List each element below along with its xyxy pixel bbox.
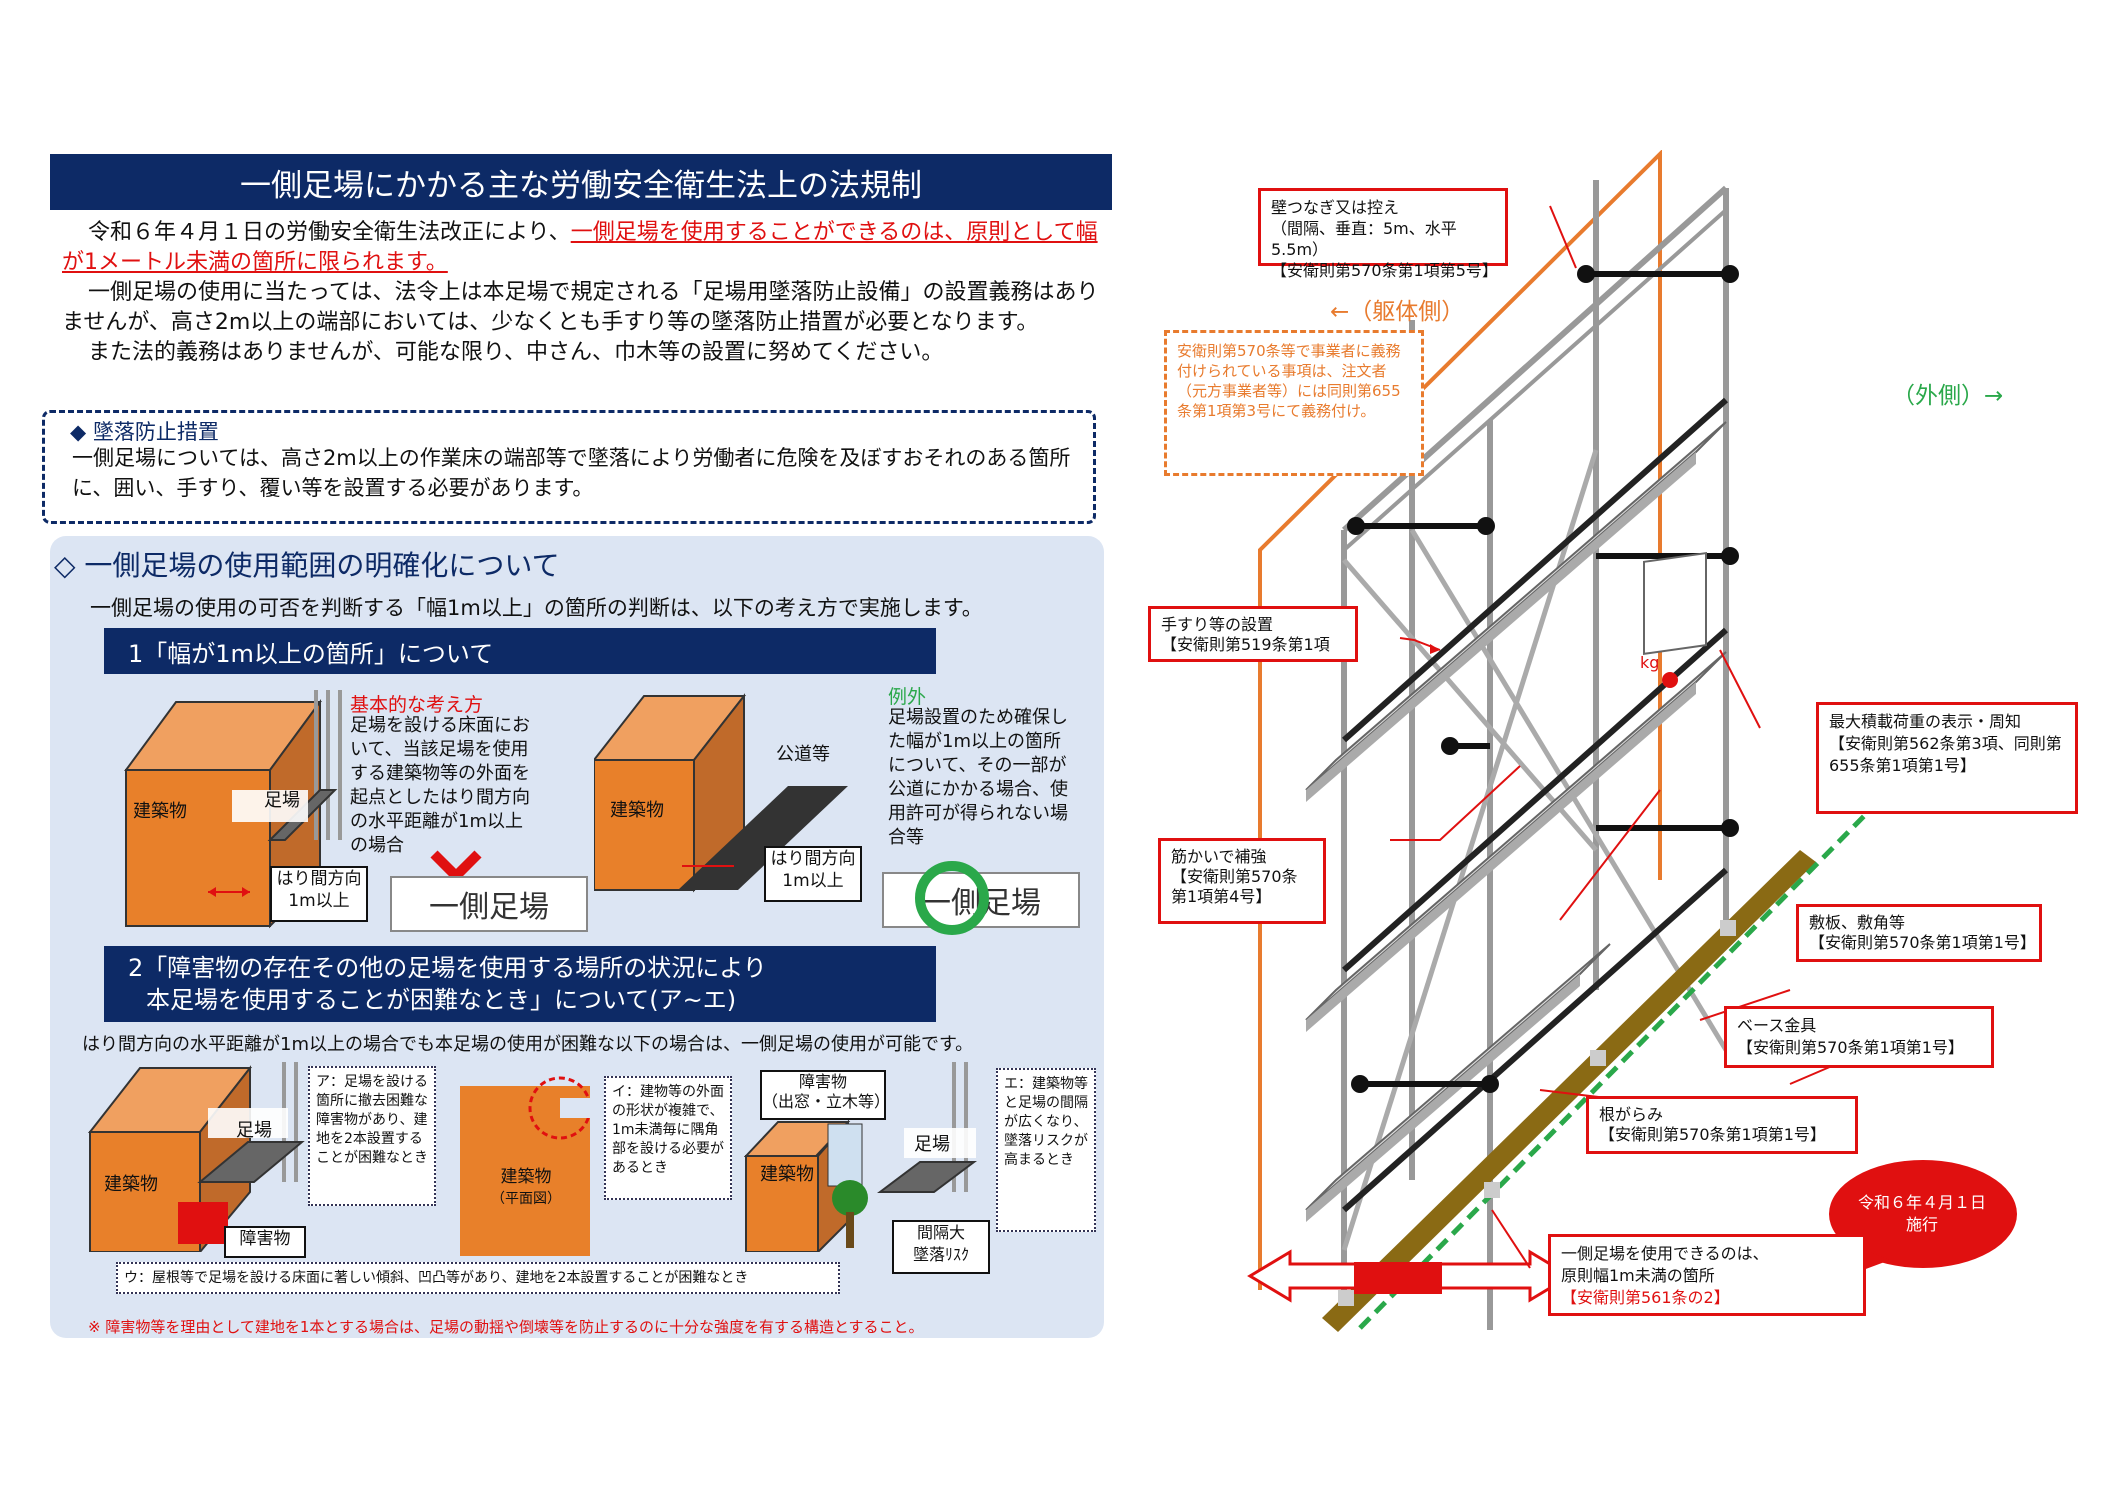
section2-band-line1: 2「障害物の存在その他の足場を使用する場所の状況により xyxy=(128,954,767,982)
section2-band: 2「障害物の存在その他の足場を使用する場所の状況により 本足場を使用することが困… xyxy=(104,946,936,1022)
basic-concept-title: 基本的な考え方 xyxy=(350,694,484,716)
plank-l1: 敷板、敷角等 xyxy=(1809,913,1906,932)
max-load-l2: 【安衛則第562条第3項、同則第655条第1項第1号】 xyxy=(1829,734,2062,775)
scaffold-label-2: 足場 xyxy=(236,1120,272,1141)
section1-illustration-road xyxy=(594,693,848,893)
callout-plank: 敷板、敷角等 【安衛則第570条第1項第1号】 xyxy=(1796,904,2042,962)
section2-band-line2: 本足場を使用することが困難なとき」について(ア~エ) xyxy=(146,986,737,1014)
building-label-3: 建築物 xyxy=(104,1174,158,1195)
beam-dir-text-2: はり間方向 xyxy=(770,849,856,869)
bubble-l2: 施行 xyxy=(1905,1215,1938,1234)
exception-text: 足場設置のため確保した幅が1m以上の箇所について、その一部が公道にかかる場合、使… xyxy=(888,707,1068,848)
plank-l2: 【安衛則第570条第1項第1号】 xyxy=(1809,933,2036,952)
section2-illustration-a xyxy=(88,1062,305,1252)
exception-title: 例外 xyxy=(888,686,927,708)
intro-p3: また法的義務はありませんが、可能な限り、中さん、巾木等の設置に努めてください。 xyxy=(88,340,944,365)
obstacle-window-a: 障害物 xyxy=(798,1072,847,1091)
fall-prevention-title: ◆ 墜落防止措置 xyxy=(70,420,219,444)
one-side-l2: 原則幅1m未満の箇所 xyxy=(1561,1266,1715,1285)
scaffold-label-1: 足場 xyxy=(264,790,300,811)
wall-tie-l3: 【安衛則第570条第1項第5号】 xyxy=(1271,261,1498,280)
wall-tie-l2: （間隔、垂直：5m、水平5.5m） xyxy=(1271,219,1457,259)
plan-view-label: 建築物 （平面図） xyxy=(478,1166,574,1210)
negarami-l1: 根がらみ xyxy=(1599,1105,1664,1124)
note-e: エ：建築物等と足場の間隔が広くなり、墜落リスクが高まるとき xyxy=(996,1068,1096,1232)
scope-heading: ◇ 一側足場の使用範囲の明確化について xyxy=(54,549,560,582)
base-l1: ベース金具 xyxy=(1737,1016,1817,1035)
obstacle-label: 障害物 xyxy=(224,1226,306,1258)
orange-note: 安衛則第570条等で事業者に義務付けられている事項は、注文者（元方事業者等）には… xyxy=(1164,330,1424,476)
intro-p1-b: 一側足場を使用することができるのは、原則として幅が1メートル未満の箇所に限られま… xyxy=(62,220,1098,275)
building-label-1: 建築物 xyxy=(133,801,187,822)
scaffold-diagram xyxy=(1247,150,2017,1332)
scope-subtext: 一側足場の使用の可否を判断する「幅1m以上」の箇所の判断は、以下の考え方で実施し… xyxy=(90,596,983,620)
obstacle-window-b: （出窓・立木等） xyxy=(762,1092,891,1111)
gap-risk-a: 間隔大 xyxy=(916,1223,965,1242)
intro-p2: 一側足場の使用に当たっては、法令上は本足場で規定される「足場用墜落防止設備」の設… xyxy=(62,280,1099,335)
section2-subtext: はり間方向の水平距離が1m以上の場合でも本足場の使用が困難な以下の場合は、一側足… xyxy=(82,1034,974,1055)
beam-dir-text-1: はり間方向 xyxy=(276,869,362,889)
note-u: ウ：屋根等で足場を設ける床面に著しい傾斜、凹凸等があり、建地を2本設置することが… xyxy=(116,1262,840,1294)
callout-brace: 筋かいで補強 【安衛則第570条第1項第4号】 xyxy=(1158,838,1326,924)
gap-risk-label: 間隔大 墜落ﾘｽｸ xyxy=(892,1220,990,1274)
handrail-l1: 手すり等の設置 xyxy=(1161,615,1274,634)
public-road-label: 公道等 xyxy=(776,744,830,765)
callout-max-load: 最大積載荷重の表示・周知 【安衛則第562条第3項、同則第655条第1項第1号】 xyxy=(1816,702,2078,814)
fall-prevention-text: 一側足場については、高さ2m以上の作業床の端部等で墜落により労働者に危険を及ぼす… xyxy=(72,446,1071,500)
note-a: ア：足場を設ける箇所に撤去困難な障害物があり、建地を2本設置することが困難なとき xyxy=(308,1066,436,1206)
body-side-label: ←（躯体側） xyxy=(1330,299,1465,325)
plan-notch-marker xyxy=(528,1076,594,1140)
footnote: ※ 障害物等を理由として建地を1本とする場合は、足場の動揺や倒壊等を防止するのに… xyxy=(88,1318,924,1336)
negarami-l2: 【安衛則第570条第1項第1号】 xyxy=(1599,1125,1826,1144)
one-side-l3: 【安衛則第561条の2】 xyxy=(1561,1288,1730,1307)
plan-view-label-b: （平面図） xyxy=(491,1191,561,1207)
intro-p1-a: 令和６年４月１日の労働安全衛生法改正により、 xyxy=(88,220,571,245)
outer-side-label: （外側）→ xyxy=(1892,383,2004,409)
brace-l1: 筋かいで補強 xyxy=(1171,847,1267,866)
callout-one-side-width: 一側足場を使用できるのは、 原則幅1m未満の箇所 【安衛則第561条の2】 xyxy=(1548,1234,1866,1316)
callout-wall-tie: 壁つなぎ又は控え （間隔、垂直：5m、水平5.5m） 【安衛則第570条第1項第… xyxy=(1258,188,1508,280)
over-1m-text-2: 1m以上 xyxy=(782,871,844,891)
one-side-l1: 一側足場を使用できるのは、 xyxy=(1561,1244,1769,1263)
section2-illustration-e xyxy=(744,1062,977,1252)
plan-view-label-a: 建築物 xyxy=(500,1167,552,1187)
obstacle-window-label: 障害物 （出窓・立木等） xyxy=(760,1070,891,1120)
building-label-4: 建築物 xyxy=(760,1164,814,1185)
gap-risk-b: 墜落ﾘｽｸ xyxy=(912,1245,969,1264)
width-1m-label: 1m xyxy=(1442,1288,1472,1309)
circle-mark-icon xyxy=(915,861,989,935)
fall-prevention-box xyxy=(42,410,1096,524)
base-l2: 【安衛則第570条第1項第1号】 xyxy=(1737,1038,1964,1057)
wall-tie-l1: 壁つなぎ又は控え xyxy=(1271,198,1400,217)
over-1m-text-1: 1m以上 xyxy=(288,891,350,911)
bubble-l1: 令和６年４月１日 xyxy=(1857,1193,1986,1212)
callout-handrail: 手すり等の設置 【安衛則第519条第1項 xyxy=(1148,606,1358,662)
basic-concept-text: 足場を設ける床面において、当該足場を使用する建築物等の外面を起点としたはり間方向… xyxy=(350,715,530,856)
intro-text: 令和６年４月１日の労働安全衛生法改正により、一側足場を使用することができるのは、… xyxy=(62,218,1102,368)
kg-label: kg xyxy=(1640,653,1660,672)
max-load-l1: 最大積載荷重の表示・周知 xyxy=(1829,712,2022,731)
handrail-l2: 【安衛則第519条第1項 xyxy=(1161,635,1330,654)
building-label-2: 建築物 xyxy=(610,800,664,821)
page-title: 一側足場にかかる主な労働安全衛生法上の法規制 xyxy=(50,154,1112,210)
one-side-stamp-ng: 一側足場 xyxy=(390,876,588,932)
scaffold-label-3: 足場 xyxy=(914,1134,950,1155)
section1-band: 1「幅が1m以上の箇所」について xyxy=(104,628,936,674)
brace-l2: 【安衛則第570条第1項第4号】 xyxy=(1171,867,1298,906)
beam-direction-label-2: はり間方向 1m以上 xyxy=(764,846,862,902)
enforcement-bubble: 令和６年４月１日 施行 xyxy=(1842,1192,2002,1236)
beam-direction-label-1: はり間方向 1m以上 xyxy=(270,866,368,922)
callout-base: ベース金具 【安衛則第570条第1項第1号】 xyxy=(1724,1006,1994,1068)
callout-negarami: 根がらみ 【安衛則第570条第1項第1号】 xyxy=(1586,1096,1858,1154)
note-i: イ：建物等の外面の形状が複雑で、1m未満毎に隅角部を設ける必要があるとき xyxy=(604,1076,732,1200)
